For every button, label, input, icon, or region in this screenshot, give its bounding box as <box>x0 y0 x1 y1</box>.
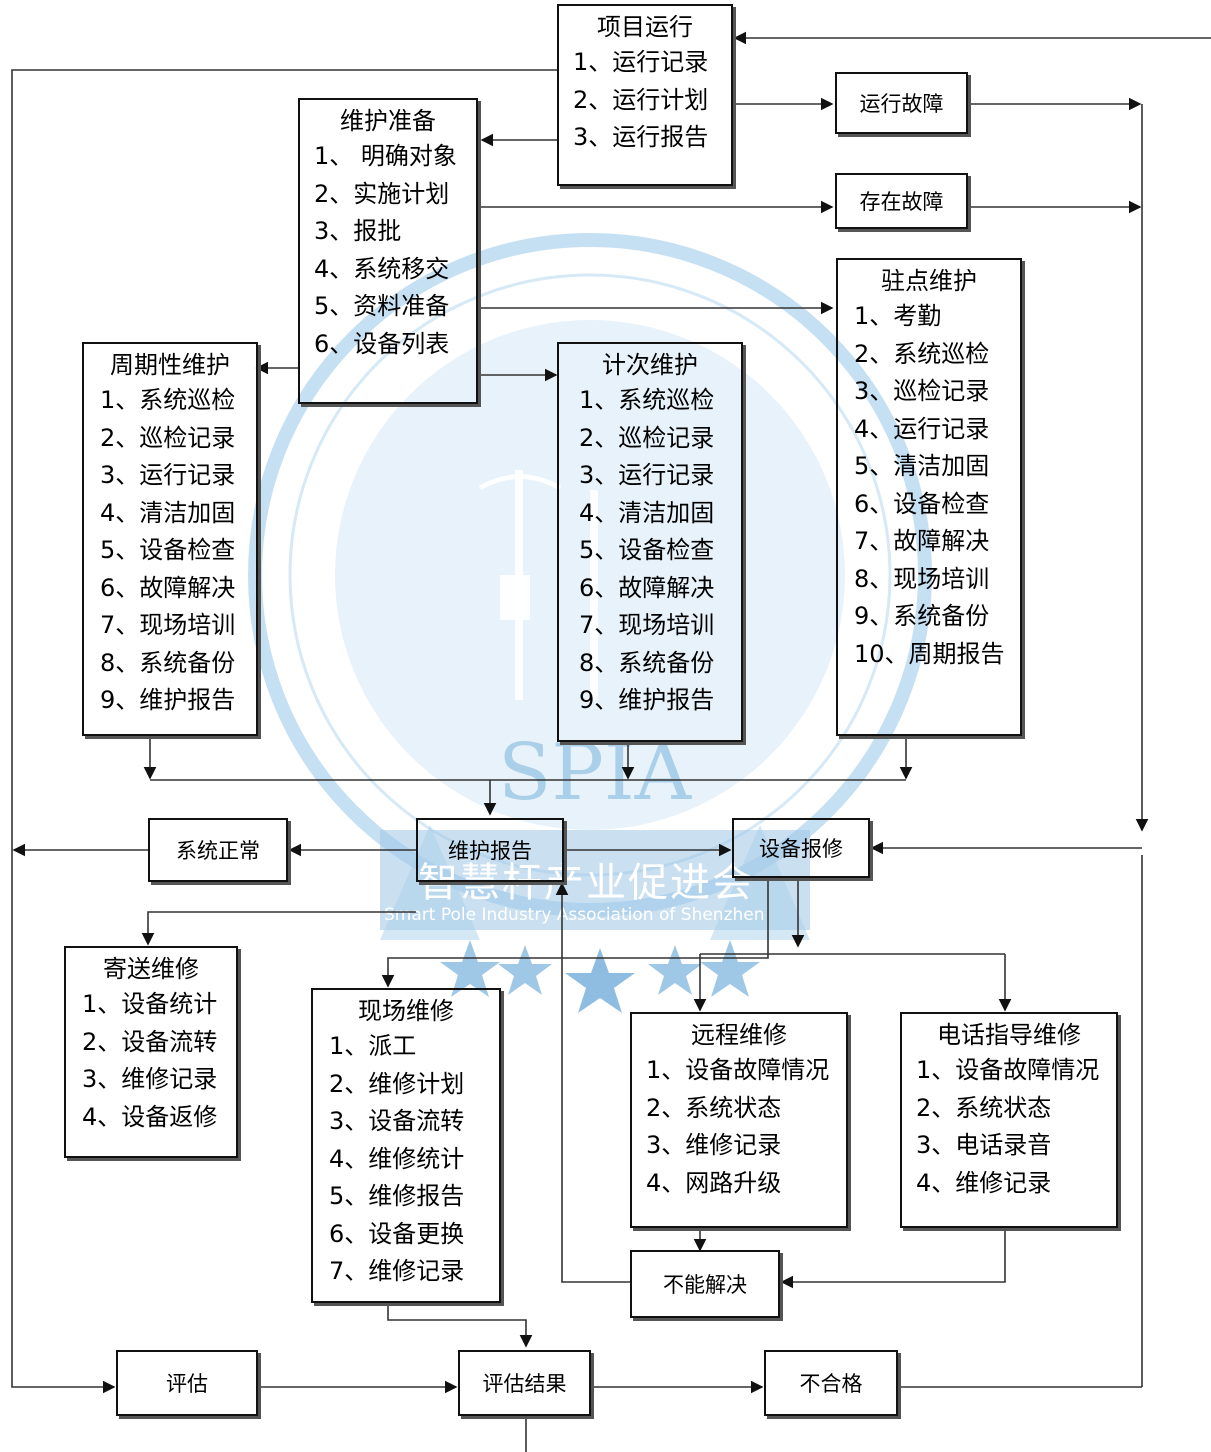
list-item: 9、系统备份 <box>854 602 990 630</box>
list-item: 8、系统备份 <box>579 648 715 677</box>
label-xitong-zhengchang: 系统正常 <box>148 818 288 882</box>
list-item: 2、系统巡检 <box>854 339 990 368</box>
edge-baogao-to-jisong <box>141 911 416 946</box>
list-item: 8、现场培训 <box>854 564 990 593</box>
list-item: 1、设备统计 <box>82 990 218 1018</box>
list-item: 7、现场培训 <box>579 611 715 639</box>
list-item: 1、派工 <box>329 1032 417 1060</box>
box-title: 周期性维护 <box>110 351 230 379</box>
list-item: 2、实施计划 <box>314 179 450 208</box>
list-item: 1、系统巡检 <box>579 386 715 414</box>
list-item: 4、清洁加固 <box>100 498 236 527</box>
list-item: 5、维修报告 <box>329 1182 465 1210</box>
edge-dianhua-to-buneng <box>780 1228 1006 1289</box>
label-bu-hege: 不合格 <box>764 1350 898 1416</box>
list-item: 2、系统状态 <box>646 1093 782 1122</box>
box-zhouqixing-weihu: 周期性维护 1、系统巡检 2、巡检记录 3、运行记录 4、清洁加固 5、设备检查… <box>82 342 258 736</box>
box-zhudian-weihu: 驻点维护 1、考勤 2、系统巡检 3、巡检记录 4、运行记录 5、清洁加固 6、… <box>836 258 1022 736</box>
label-pinggu: 评估 <box>116 1350 258 1416</box>
list-item: 3、运行记录 <box>100 461 236 489</box>
list-item: 10、周期报告 <box>854 639 1005 668</box>
list-item: 7、维修记录 <box>329 1257 465 1285</box>
label-weihu-baogao: 维护报告 <box>416 818 564 882</box>
box-title: 电话指导维修 <box>937 1021 1081 1049</box>
list-item: 6、设备检查 <box>854 489 990 518</box>
list-item: 1、 明确对象 <box>314 142 457 170</box>
list-item: 3、运行报告 <box>573 123 709 151</box>
list-item: 6、故障解决 <box>100 573 236 602</box>
box-title: 维护准备 <box>340 107 436 135</box>
label-pinggu-jieguo: 评估结果 <box>458 1350 591 1416</box>
list-item: 1、设备故障情况 <box>916 1056 1100 1084</box>
list-item: 2、巡检记录 <box>579 423 715 452</box>
watermark-name-en: Smart Pole Industry Association of Shenz… <box>384 905 765 925</box>
list-item: 3、运行记录 <box>579 461 715 489</box>
list-item: 6、设备更换 <box>329 1219 465 1248</box>
list-item: 3、维修记录 <box>82 1065 218 1093</box>
box-title: 计次维护 <box>602 351 698 379</box>
list-item: 2、运行计划 <box>573 85 709 114</box>
box-xiangmu-yunxing: 项目运行 1、运行记录 2、运行计划 3、运行报告 <box>557 4 733 186</box>
box-jisong-weixiu: 寄送维修 1、设备统计 2、设备流转 3、维修记录 4、设备返修 <box>64 946 238 1158</box>
label-cunzai-guzhang: 存在故障 <box>835 173 968 229</box>
watermark-name-cn: 智慧杆产业促进会 <box>418 860 754 906</box>
list-item: 3、巡检记录 <box>854 377 990 405</box>
box-xianchang-weixiu: 现场维修 1、派工 2、维修计划 3、设备流转 4、维修统计 5、维修报告 6、… <box>311 988 501 1303</box>
list-item: 2、巡检记录 <box>100 423 236 452</box>
label-buneng-jiejue: 不能解决 <box>630 1250 780 1318</box>
box-title: 远程维修 <box>691 1021 787 1049</box>
list-item: 4、维修统计 <box>329 1144 465 1173</box>
list-item: 5、资料准备 <box>314 292 450 320</box>
edge-baoxiu-to-xianchang <box>381 878 769 988</box>
list-item: 9、维护报告 <box>100 686 236 714</box>
list-item: 9、维护报告 <box>579 686 715 714</box>
list-item: 5、设备检查 <box>100 536 236 564</box>
list-item: 4、设备返修 <box>82 1102 218 1131</box>
label-yunxing-guzhang: 运行故障 <box>835 72 968 134</box>
edge-xianchang-to-jieguo <box>387 1303 533 1348</box>
box-title: 驻点维护 <box>881 267 977 295</box>
list-item: 4、清洁加固 <box>579 498 715 527</box>
list-item: 3、电话录音 <box>916 1131 1052 1159</box>
edge-left-outer-loop <box>11 69 557 1394</box>
box-title: 项目运行 <box>597 13 693 41</box>
label-shebei-baoxiu: 设备报修 <box>732 818 870 878</box>
list-item: 1、设备故障情况 <box>646 1056 830 1084</box>
list-item: 3、设备流转 <box>329 1107 465 1135</box>
list-item: 8、系统备份 <box>100 648 236 677</box>
list-item: 2、维修计划 <box>329 1069 465 1098</box>
list-item: 3、报批 <box>314 217 402 245</box>
watermark-acronym: SPIA <box>498 728 692 818</box>
list-item: 7、现场培训 <box>100 611 236 639</box>
list-item: 4、维修记录 <box>916 1168 1052 1197</box>
box-dianhua-zhidao-weixiu: 电话指导维修 1、设备故障情况 2、系统状态 3、电话录音 4、维修记录 <box>900 1012 1118 1228</box>
list-item: 2、设备流转 <box>82 1027 218 1056</box>
list-item: 6、设备列表 <box>314 329 450 358</box>
list-item: 5、清洁加固 <box>854 452 990 480</box>
box-weihu-zhunbei: 维护准备 1、 明确对象 2、实施计划 3、报批 4、系统移交 5、资料准备 6… <box>298 98 478 404</box>
list-item: 2、系统状态 <box>916 1093 1052 1122</box>
list-item: 1、运行记录 <box>573 48 709 76</box>
box-yuancheng-weixiu: 远程维修 1、设备故障情况 2、系统状态 3、维修记录 4、网路升级 <box>630 1012 848 1228</box>
list-item: 4、系统移交 <box>314 254 450 283</box>
list-item: 7、故障解决 <box>854 527 990 555</box>
list-item: 1、系统巡检 <box>100 386 236 414</box>
box-title: 现场维修 <box>358 997 454 1025</box>
list-item: 4、运行记录 <box>854 414 990 443</box>
list-item: 1、考勤 <box>854 302 942 330</box>
box-title: 寄送维修 <box>103 955 199 983</box>
list-item: 6、故障解决 <box>579 573 715 602</box>
edge-buneng-to-baogao <box>555 882 630 1283</box>
box-jici-weihu: 计次维护 1、系统巡检 2、巡检记录 3、运行记录 4、清洁加固 5、设备检查 … <box>557 342 743 742</box>
list-item: 4、网路升级 <box>646 1168 782 1197</box>
list-item: 5、设备检查 <box>579 536 715 564</box>
list-item: 3、维修记录 <box>646 1131 782 1159</box>
